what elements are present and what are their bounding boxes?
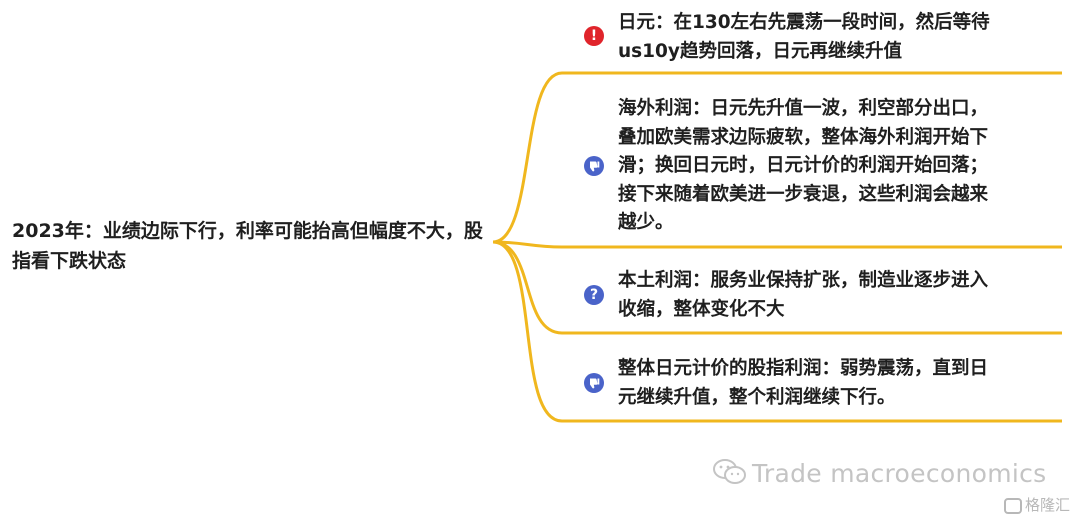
branch-node-3: 本土利润：服务业保持扩张，制造业逐步进入 收缩，整体变化不大 <box>618 267 1058 324</box>
branch-2-line: 滑；换回日元时，日元计价的利润开始回落； <box>618 155 989 176</box>
branch-1-line: 日元：在130左右先震荡一段时间，然后等待 <box>618 12 990 33</box>
question-mark-icon: ? <box>584 285 604 305</box>
branch-4-line: 整体日元计价的股指利润：弱势震荡，直到日 <box>618 358 989 379</box>
branch-3-line: 本土利润：服务业保持扩张，制造业逐步进入 <box>618 270 989 291</box>
wechat-icon <box>712 458 748 492</box>
branch-node-1: 日元：在130左右先震荡一段时间，然后等待 us10y趋势回落，日元再继续升值 <box>618 9 1058 66</box>
thumbs-down-icon <box>584 156 604 176</box>
branch-2-line: 接下来随着欧美进一步衰退，这些利润会越来 <box>618 183 989 205</box>
branch-1-line: us10y趋势回落，日元再继续升值 <box>618 40 902 62</box>
connector-branch-1 <box>492 71 1062 244</box>
branch-2-line: 叠加欧美需求边际疲软，整体海外利润开始下 <box>618 126 989 148</box>
connector-branch-2 <box>492 240 1062 249</box>
root-node-text: ：业绩边际下行，利率可能抬高但幅度不大，股指看下跌状态 <box>12 220 483 272</box>
branch-2-line: 越少。 <box>618 212 674 233</box>
branch-3-line: 收缩，整体变化不大 <box>618 298 785 320</box>
watermark-text: Trade macroeconomics <box>752 459 1047 488</box>
branch-4-line: 元继续升值，整个利润继续下行。 <box>618 386 896 408</box>
branch-node-4: 整体日元计价的股指利润：弱势震荡，直到日 元继续升值，整个利润继续下行。 <box>618 355 1058 412</box>
connector-branch-3 <box>492 240 1062 335</box>
logo-text: 格隆汇 <box>1025 496 1071 514</box>
watermark: Trade macroeconomics <box>712 458 1046 492</box>
root-node-year: 2023年 <box>12 220 84 242</box>
priority-exclamation-icon: ! <box>584 26 604 46</box>
gelonghui-logo: 格隆汇 <box>1004 494 1070 515</box>
connector-branch-4 <box>492 240 1062 423</box>
gelonghui-logo-icon <box>1004 497 1022 514</box>
thumbs-down-icon <box>584 373 604 393</box>
branch-node-2: 海外利润：日元先升值一波，利空部分出口， 叠加欧美需求边际疲软，整体海外利润开始… <box>618 95 1058 238</box>
root-node: 2023年：业绩边际下行，利率可能抬高但幅度不大，股指看下跌状态 <box>12 216 492 276</box>
branch-2-line: 海外利润：日元先升值一波，利空部分出口， <box>618 98 989 119</box>
